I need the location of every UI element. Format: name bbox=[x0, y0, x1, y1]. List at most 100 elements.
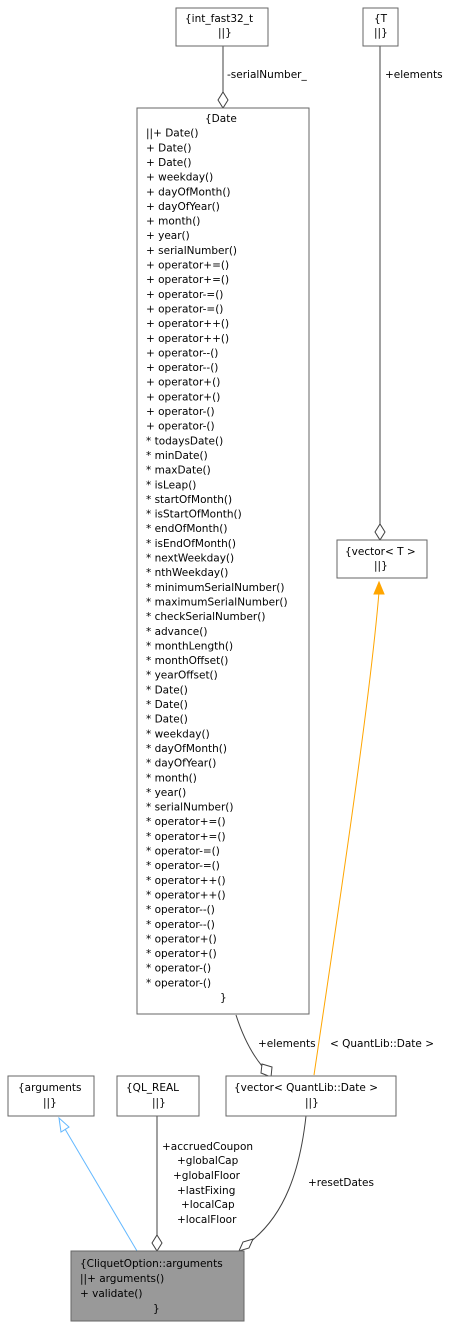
date-member-line: + operator+=() bbox=[146, 274, 229, 286]
date-member-line: * operator--() bbox=[146, 919, 215, 931]
date-member-line: * operator-() bbox=[146, 977, 211, 989]
node-t-sep: ||} bbox=[374, 27, 388, 39]
edge-label-local-floor: +localFloor bbox=[177, 1214, 237, 1226]
node-arguments-sep: ||} bbox=[43, 1097, 57, 1109]
node-cliquet-validate: + validate() bbox=[80, 1288, 143, 1300]
edge-label-global-floor: +globalFloor bbox=[173, 1170, 241, 1182]
date-member-line: * operator-=() bbox=[146, 846, 220, 858]
edge-serial-number: -serialNumber_ bbox=[217, 46, 307, 109]
node-int-fast32: {int_fast32_t ||} bbox=[175, 7, 269, 47]
edge-label-global-cap: +globalCap bbox=[177, 1155, 239, 1167]
date-member-line: + Date() bbox=[146, 142, 191, 154]
date-member-line: * operator++() bbox=[146, 890, 226, 902]
date-member-line: + operator+() bbox=[146, 377, 220, 389]
date-member-line: * isLeap() bbox=[146, 479, 196, 491]
date-member-line: * Date() bbox=[146, 684, 188, 696]
date-member-line: } bbox=[220, 992, 227, 1004]
node-ql-real-title: {QL_REAL bbox=[126, 1082, 179, 1094]
edge-label-accrued-coupon: +accruedCoupon bbox=[162, 1141, 253, 1153]
node-cliquet-title: {CliquetOption::arguments bbox=[80, 1258, 223, 1270]
diamond-icon bbox=[151, 1234, 163, 1252]
date-member-line: * nextWeekday() bbox=[146, 553, 234, 565]
date-member-line: * minDate() bbox=[146, 450, 208, 462]
date-member-line: * advance() bbox=[146, 626, 207, 638]
node-cliquet-close: } bbox=[153, 1303, 160, 1315]
date-member-line: * dayOfMonth() bbox=[146, 743, 227, 755]
edge-date-elements: +elements bbox=[235, 1014, 316, 1078]
date-member-line: * endOfMonth() bbox=[146, 523, 227, 535]
date-member-line: * minimumSerialNumber() bbox=[146, 582, 285, 594]
edge-template-instance: < QuantLib::Date > bbox=[313, 580, 434, 1076]
edge-reset-dates: +resetDates bbox=[238, 1115, 374, 1252]
date-member-line: {Date bbox=[205, 113, 237, 125]
date-member-line: * operator-() bbox=[146, 963, 211, 975]
date-member-line: + operator--() bbox=[146, 362, 218, 374]
node-date: {Date ||+ Date() + Date() + Date() + weekday… bbox=[136, 107, 310, 1015]
date-member-line: + Date() bbox=[146, 157, 191, 169]
date-member-line: + dayOfMonth() bbox=[146, 186, 231, 198]
date-member-line: + operator+=() bbox=[146, 260, 229, 272]
date-member-line: + dayOfYear() bbox=[146, 201, 220, 213]
node-arguments-title: {arguments bbox=[18, 1082, 82, 1094]
date-member-line: * Date() bbox=[146, 699, 188, 711]
edge-label-date-elements: +elements bbox=[258, 1038, 316, 1050]
date-member-line: * operator++() bbox=[146, 875, 226, 887]
date-member-line: * maxDate() bbox=[146, 465, 211, 477]
edge-label-last-fixing: +lastFixing bbox=[177, 1185, 235, 1197]
arrowhead-icon bbox=[373, 580, 385, 595]
edge-inheritance bbox=[58, 1116, 138, 1252]
date-member-line: + operator++() bbox=[146, 318, 229, 330]
date-member-line: * Date() bbox=[146, 714, 188, 726]
node-vector-t-title: {vector< T > bbox=[345, 546, 416, 558]
edge-ql-real: +accruedCoupon +globalCap +globalFloor +… bbox=[151, 1116, 253, 1252]
node-int-fast32-sep: ||} bbox=[218, 27, 232, 39]
date-member-line: * yearOffset() bbox=[146, 670, 218, 682]
date-member-line: + operator+() bbox=[146, 391, 220, 403]
diamond-icon bbox=[238, 1238, 254, 1252]
edge-label-t-elements: +elements bbox=[385, 69, 443, 81]
date-member-line: + operator-=() bbox=[146, 304, 223, 316]
diamond-icon bbox=[260, 1063, 273, 1078]
edge-label-serial-number: -serialNumber_ bbox=[227, 69, 307, 81]
date-member-line: * isStartOfMonth() bbox=[146, 509, 242, 521]
diamond-icon bbox=[217, 91, 229, 109]
date-member-line: + year() bbox=[146, 230, 190, 242]
inheritance-arrow-icon bbox=[58, 1116, 70, 1133]
date-member-line: * todaysDate() bbox=[146, 435, 223, 447]
date-member-line: * month() bbox=[146, 772, 197, 784]
node-ql-real-sep: ||} bbox=[152, 1097, 166, 1109]
date-member-line: ||+ Date() bbox=[146, 128, 199, 140]
date-member-line: + weekday() bbox=[146, 172, 213, 184]
date-member-line: * checkSerialNumber() bbox=[146, 611, 265, 623]
date-member-line: * weekday() bbox=[146, 728, 210, 740]
node-arguments: {arguments ||} bbox=[7, 1075, 95, 1117]
node-vector-t: {vector< T > ||} bbox=[336, 539, 428, 579]
date-member-line: + operator--() bbox=[146, 347, 218, 359]
date-member-line: * monthLength() bbox=[146, 640, 233, 652]
date-member-line: * operator+=() bbox=[146, 831, 226, 843]
date-member-line: * year() bbox=[146, 787, 186, 799]
date-member-line: + operator++() bbox=[146, 333, 229, 345]
node-int-fast32-title: {int_fast32_t bbox=[185, 13, 253, 25]
date-member-line: * operator+=() bbox=[146, 816, 226, 828]
date-member-line: + operator-() bbox=[146, 421, 215, 433]
node-vector-date-sep: ||} bbox=[305, 1097, 319, 1109]
edge-label-reset-dates: +resetDates bbox=[308, 1177, 374, 1189]
edge-label-template: < QuantLib::Date > bbox=[330, 1038, 434, 1050]
date-member-line: + operator-() bbox=[146, 406, 215, 418]
node-t-title: {T bbox=[374, 13, 388, 25]
date-member-line: * startOfMonth() bbox=[146, 494, 232, 506]
node-cliquet-constructor: ||+ arguments() bbox=[80, 1273, 164, 1285]
date-member-line: * isEndOfMonth() bbox=[146, 538, 236, 550]
date-member-line: * monthOffset() bbox=[146, 655, 228, 667]
date-member-line: + operator-=() bbox=[146, 289, 223, 301]
node-cliquet-arguments: {CliquetOption::arguments ||+ arguments(… bbox=[70, 1250, 245, 1322]
node-vector-date-title: {vector< QuantLib::Date > bbox=[234, 1082, 378, 1094]
node-vector-date: {vector< QuantLib::Date > ||} bbox=[225, 1075, 397, 1117]
date-member-line: * serialNumber() bbox=[146, 802, 233, 814]
date-member-line: * operator-=() bbox=[146, 860, 220, 872]
date-member-line: * nthWeekday() bbox=[146, 567, 228, 579]
edge-t-elements: +elements bbox=[374, 46, 443, 541]
node-ql-real: {QL_REAL ||} bbox=[116, 1075, 200, 1117]
date-member-line: * operator--() bbox=[146, 904, 215, 916]
